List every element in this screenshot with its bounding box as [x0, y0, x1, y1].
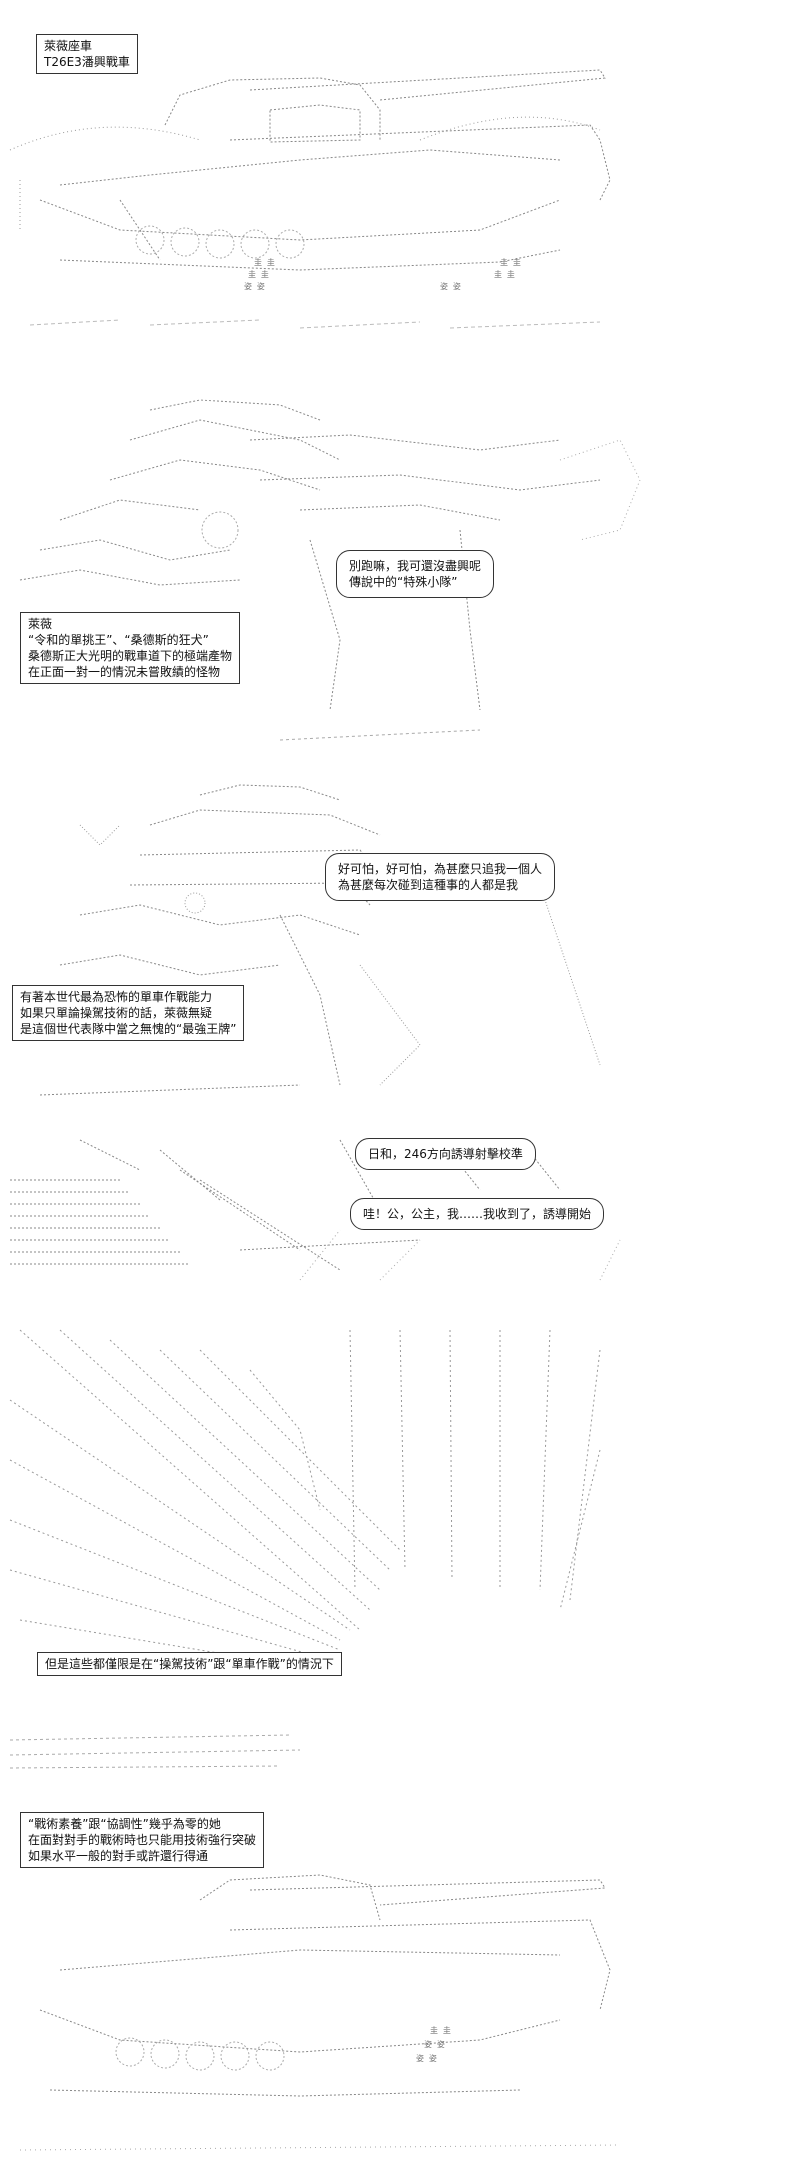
- tank-caption-box: 萊薇座車 T26E3潘興戰車: [36, 34, 138, 74]
- narration-box: 但是這些都僅限是在“操駕技術”跟“單車作戰”的情況下: [37, 1652, 342, 1676]
- bubble-line: 傳說中的“特殊小隊”: [349, 575, 458, 589]
- character-caption-box: 萊薇 “令和的單挑王”、“桑德斯的狂犬” 桑德斯正大光明的戰車道下的極端產物 在…: [20, 612, 241, 684]
- narration-box: “戰術素養”跟“協調性”幾乎為零的她 在面對對手的戰術時也只能用技術強行突破 如…: [20, 1812, 265, 1868]
- caption-line: 是這個世代表隊中當之無愧的“最強王牌”: [20, 1022, 237, 1036]
- panel-6-tank-again: “戰術素養”跟“協調性”幾乎為零的她 在面對對手的戰術時也只能用技術強行突破 如…: [0, 1790, 800, 2164]
- speech-bubble: 哇！公，公主，我……我收到了，誘導開始: [350, 1198, 605, 1230]
- explosion-ascii-art: [9, 1329, 601, 1769]
- tank-ascii-art: [9, 69, 611, 329]
- tank-label: 姿 姿: [416, 2054, 437, 2063]
- character-ascii-art: [39, 784, 601, 1096]
- tank-ascii-art: [19, 1874, 621, 2151]
- tank-label: 圭 圭: [430, 2026, 451, 2035]
- character-ascii-art: [19, 399, 641, 741]
- bubble-line: 為甚麼每次碰到這種事的人都是我: [338, 878, 519, 892]
- caption-line: 有著本世代最為恐怖的單車作戰能力: [20, 990, 213, 1004]
- tank-label: 姿 姿: [244, 282, 265, 291]
- caption-line: 如果水平一般的對手或許還行得通: [28, 1849, 209, 1863]
- tank-label: 圭 圭: [248, 270, 269, 279]
- caption-line: 萊薇座車: [44, 39, 93, 53]
- speech-bubble: 日和，246方向誘導射擊校準: [355, 1138, 536, 1170]
- caption-line: 如果只單論操駕技術的話，萊薇無疑: [20, 1006, 213, 1020]
- speech-bubble: 別跑嘛，我可還沒盡興呢 傳說中的“特殊小隊”: [336, 550, 495, 598]
- panel-4-guided-fire: 日和，246方向誘導射擊校準 哇！公，公主，我……我收到了，誘導開始: [0, 1130, 800, 1300]
- panel-1-tank: 萊薇座車 T26E3潘興戰車 圭 圭 圭 圭 圭 圭 圭 圭 姿 姿 姿 姿: [0, 0, 800, 370]
- caption-line: 桑德斯正大光明的戰車道下的極端產物: [28, 649, 233, 663]
- caption-line: “戰術素養”跟“協調性”幾乎為零的她: [28, 1817, 221, 1831]
- bubble-line: 哇！公，公主，我……我收到了，誘導開始: [363, 1207, 592, 1221]
- bubble-line: 好可怕，好可怕，為甚麼只追我一個人: [338, 862, 543, 876]
- caption-line: 但是這些都僅限是在“操駕技術”跟“單車作戰”的情況下: [45, 1657, 334, 1671]
- panel-5-explosion: 但是這些都僅限是在“操駕技術”跟“單車作戰”的情況下: [0, 1310, 800, 1770]
- character-caption-box: 有著本世代最為恐怖的單車作戰能力 如果只單論操駕技術的話，萊薇無疑 是這個世代表…: [12, 985, 245, 1041]
- caption-line: “令和的單挑王”、“桑德斯的狂犬”: [28, 633, 209, 647]
- panel-2-lavie-intro: 別跑嘛，我可還沒盡興呢 傳說中的“特殊小隊” 萊薇 “令和的單挑王”、“桑德斯的…: [0, 380, 800, 755]
- caption-line: 在正面一對一的情況未嘗敗績的怪物: [28, 665, 221, 679]
- panel-3-hiyori: 好可怕，好可怕，為甚麼只追我一個人 為甚麼每次碰到這種事的人都是我 有著本世代最…: [0, 765, 800, 1120]
- tank-label: 姿 姿: [440, 282, 461, 291]
- bubble-line: 日和，246方向誘導射擊校準: [368, 1147, 523, 1161]
- tank-label: 圭 圭: [254, 258, 275, 267]
- action-ascii-art: [10, 1139, 621, 1281]
- tank-label: 圭 圭: [494, 270, 515, 279]
- tank-label: 圭 圭: [500, 258, 521, 267]
- caption-line: 在面對對手的戰術時也只能用技術強行突破: [28, 1833, 257, 1847]
- caption-line: T26E3潘興戰車: [44, 55, 130, 69]
- bubble-line: 別跑嘛，我可還沒盡興呢: [349, 559, 482, 573]
- speech-bubble: 好可怕，好可怕，為甚麼只追我一個人 為甚麼每次碰到這種事的人都是我: [325, 853, 556, 901]
- tank-label: 姿 姿: [424, 2040, 445, 2049]
- caption-line: 萊薇: [28, 617, 53, 631]
